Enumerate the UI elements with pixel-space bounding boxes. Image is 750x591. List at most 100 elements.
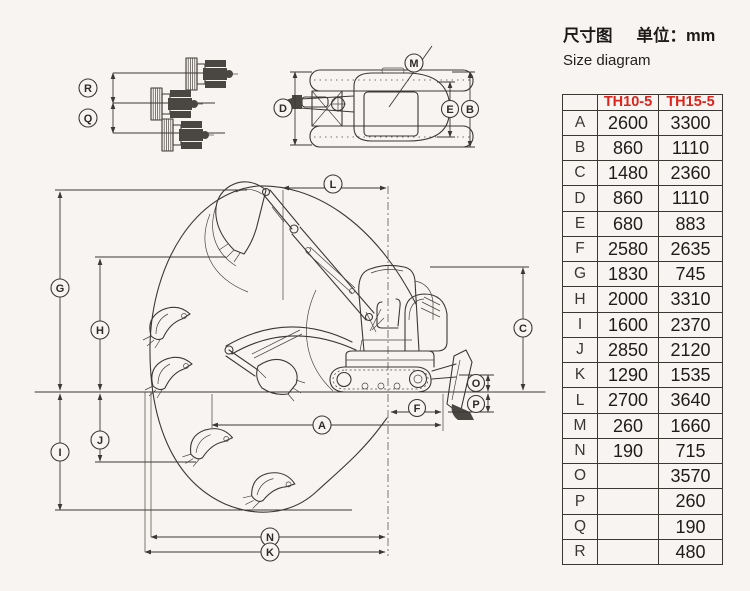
working-envelope (149, 185, 417, 513)
value-cell: 860 (597, 134, 659, 162)
value-cell: 745 (658, 260, 723, 288)
svg-text:B: B (466, 104, 474, 116)
unit-label: 单位：mm (636, 27, 716, 45)
value-cell: 1600 (597, 311, 659, 338)
dim-letter-cell: G (562, 260, 598, 288)
dim-label-E: E (440, 99, 460, 119)
value-cell: 1110 (658, 185, 723, 212)
boom-raised-position (215, 181, 375, 322)
header: 尺寸图 单位：mm Size diagram (563, 22, 748, 69)
excavator-dimension-drawing: R Q D E B M L G (34, 45, 546, 562)
table-row: O 3570 (562, 462, 723, 490)
dim-label-H: H (90, 320, 110, 340)
dim-letter-cell: F (562, 235, 598, 263)
dim-label-D: D (273, 98, 293, 118)
value-cell: 260 (658, 488, 723, 515)
dim-label-F: F (407, 398, 427, 418)
value-cell (597, 462, 659, 490)
dim-letter-cell: O (562, 462, 598, 490)
excavator-top-view (286, 45, 475, 148)
value-cell: 480 (658, 538, 723, 566)
svg-text:P: P (472, 399, 479, 411)
value-cell (597, 513, 659, 540)
dim-letter-cell: J (562, 336, 598, 364)
dim-letter-cell: K (562, 361, 598, 389)
value-cell: 2635 (658, 235, 723, 263)
svg-text:D: D (279, 103, 287, 115)
dim-letter-cell: L (562, 387, 598, 414)
value-cell: 2600 (597, 109, 659, 136)
value-cell: 3310 (658, 286, 723, 313)
value-cell: 2580 (597, 235, 659, 263)
dim-label-M: M (404, 53, 424, 73)
dim-label-J: J (90, 430, 110, 450)
svg-text:F: F (414, 403, 421, 415)
value-cell: 715 (658, 437, 723, 465)
svg-text:L: L (330, 179, 337, 191)
dim-label-P: P (466, 394, 486, 414)
value-cell: 190 (658, 513, 723, 540)
value-cell: 1480 (597, 159, 659, 187)
dim-label-B: B (460, 99, 480, 119)
svg-text:A: A (318, 420, 326, 432)
corner-cell (562, 94, 598, 111)
excavator-side-view (34, 181, 546, 556)
value-cell: 1830 (597, 260, 659, 288)
value-cell: 260 (597, 412, 659, 439)
value-cell (597, 488, 659, 515)
dim-letter-cell: I (562, 311, 598, 338)
svg-text:O: O (472, 378, 481, 390)
page-subtitle: Size diagram (563, 52, 651, 69)
svg-text:R: R (84, 83, 92, 95)
svg-text:J: J (97, 435, 103, 447)
blade-position-views (110, 57, 239, 152)
cab-and-body (345, 264, 448, 368)
dim-label-O: O (466, 373, 486, 393)
svg-text:M: M (409, 58, 418, 70)
value-cell (597, 538, 659, 566)
dim-label-A: A (312, 415, 332, 435)
page-title: 尺寸图 (563, 27, 613, 45)
table-row: R 480 (562, 538, 723, 566)
value-cell: 1660 (658, 412, 723, 439)
dim-label-I: I (50, 442, 70, 462)
svg-text:E: E (446, 104, 453, 116)
value-cell: 2120 (658, 336, 723, 364)
value-cell: 2370 (658, 311, 723, 338)
column-header-th10-5: TH10-5 (597, 94, 659, 111)
dim-letter-cell: A (562, 109, 598, 136)
value-cell: 3570 (658, 462, 723, 490)
dim-letter-cell: B (562, 134, 598, 162)
column-header-th15-5: TH15-5 (658, 94, 723, 111)
dim-letter-cell: P (562, 488, 598, 515)
dim-label-C: C (513, 318, 533, 338)
dim-letter-cell: C (562, 159, 598, 187)
svg-text:H: H (96, 325, 104, 337)
dim-letter-cell: R (562, 538, 598, 566)
dim-letter-cell: D (562, 185, 598, 212)
value-cell: 1110 (658, 134, 723, 162)
dim-label-G: G (50, 278, 70, 298)
value-cell: 3300 (658, 109, 723, 136)
boom-lowered-position (224, 326, 357, 402)
dim-letter-cell: E (562, 210, 598, 237)
dim-label-L: L (323, 174, 343, 194)
svg-text:C: C (519, 323, 527, 335)
svg-text:N: N (266, 532, 274, 544)
value-cell: 2360 (658, 159, 723, 187)
